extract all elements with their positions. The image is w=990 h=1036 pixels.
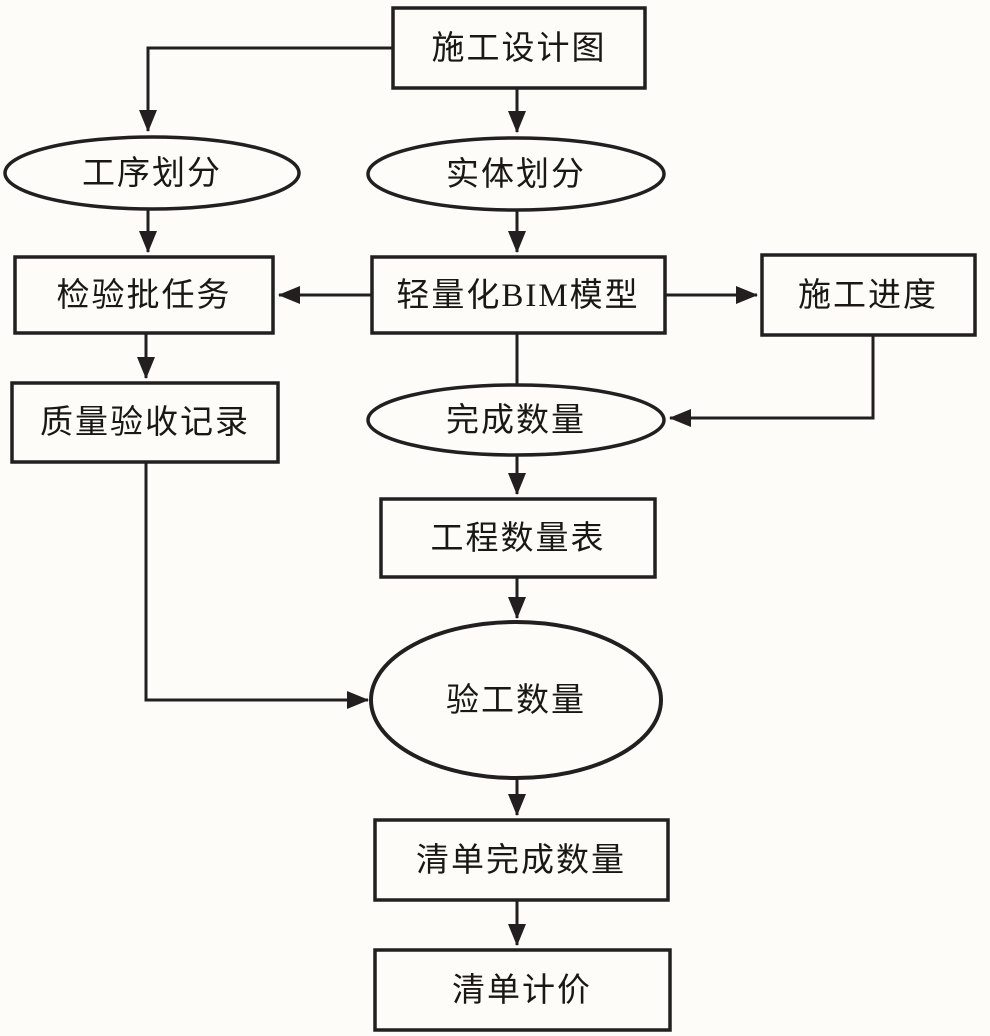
node-construction-progress: 施工进度 bbox=[760, 253, 977, 337]
node-process-division: 工序划分 bbox=[3, 135, 301, 211]
work-acceptance-quantity-ellipse bbox=[369, 620, 663, 780]
node-inspection-batch-task: 检验批任务 bbox=[13, 255, 275, 335]
node-list-pricing: 清单计价 bbox=[373, 948, 672, 1032]
engineering-quantity-table-label: 工程数量表 bbox=[431, 520, 606, 557]
process-division-label: 工序划分 bbox=[82, 155, 222, 192]
node-quality-acceptance-record: 质量验收记录 bbox=[10, 381, 280, 464]
node-work-acceptance-quantity: 验工数量 bbox=[369, 620, 663, 780]
completed-quantity-ellipse bbox=[366, 383, 666, 457]
lightweight-bim-model-box bbox=[370, 255, 667, 335]
quality-acceptance-record-box bbox=[10, 381, 280, 464]
node-design-drawing: 施工设计图 bbox=[391, 6, 647, 90]
design-drawing-box bbox=[391, 6, 647, 90]
list-pricing-label: 清单计价 bbox=[452, 972, 592, 1009]
edge-design-drawing-to-process-division bbox=[139, 46, 393, 132]
inspection-batch-task-box bbox=[13, 255, 275, 335]
list-completed-quantity-box bbox=[373, 818, 670, 902]
engineering-quantity-table-box bbox=[379, 497, 657, 579]
work-acceptance-quantity-label: 验工数量 bbox=[446, 682, 586, 719]
construction-progress-label: 施工进度 bbox=[798, 277, 938, 314]
entity-division-label: 实体划分 bbox=[446, 156, 586, 193]
node-engineering-quantity-table: 工程数量表 bbox=[379, 497, 657, 579]
node-entity-division: 实体划分 bbox=[366, 136, 666, 212]
completed-quantity-label: 完成数量 bbox=[446, 402, 586, 439]
edge-construction-progress-to-completed-quantity bbox=[669, 335, 875, 427]
inspection-batch-task-label: 检验批任务 bbox=[57, 277, 232, 314]
design-drawing-label: 施工设计图 bbox=[432, 30, 607, 67]
entity-division-ellipse bbox=[366, 136, 666, 212]
edges bbox=[137, 46, 875, 946]
list-pricing-box bbox=[373, 948, 672, 1032]
lightweight-bim-model-label: 轻量化BIM模型 bbox=[396, 277, 639, 314]
edge-quality-acceptance-record-to-work-acceptance-quantity bbox=[144, 462, 369, 709]
node-completed-quantity: 完成数量 bbox=[366, 383, 666, 457]
quality-acceptance-record-label: 质量验收记录 bbox=[40, 404, 250, 441]
node-list-completed-quantity: 清单完成数量 bbox=[373, 818, 670, 902]
node-lightweight-bim-model: 轻量化BIM模型 bbox=[370, 255, 667, 335]
list-completed-quantity-label: 清单完成数量 bbox=[416, 842, 626, 879]
process-division-ellipse bbox=[3, 135, 301, 211]
construction-progress-box bbox=[760, 253, 977, 337]
